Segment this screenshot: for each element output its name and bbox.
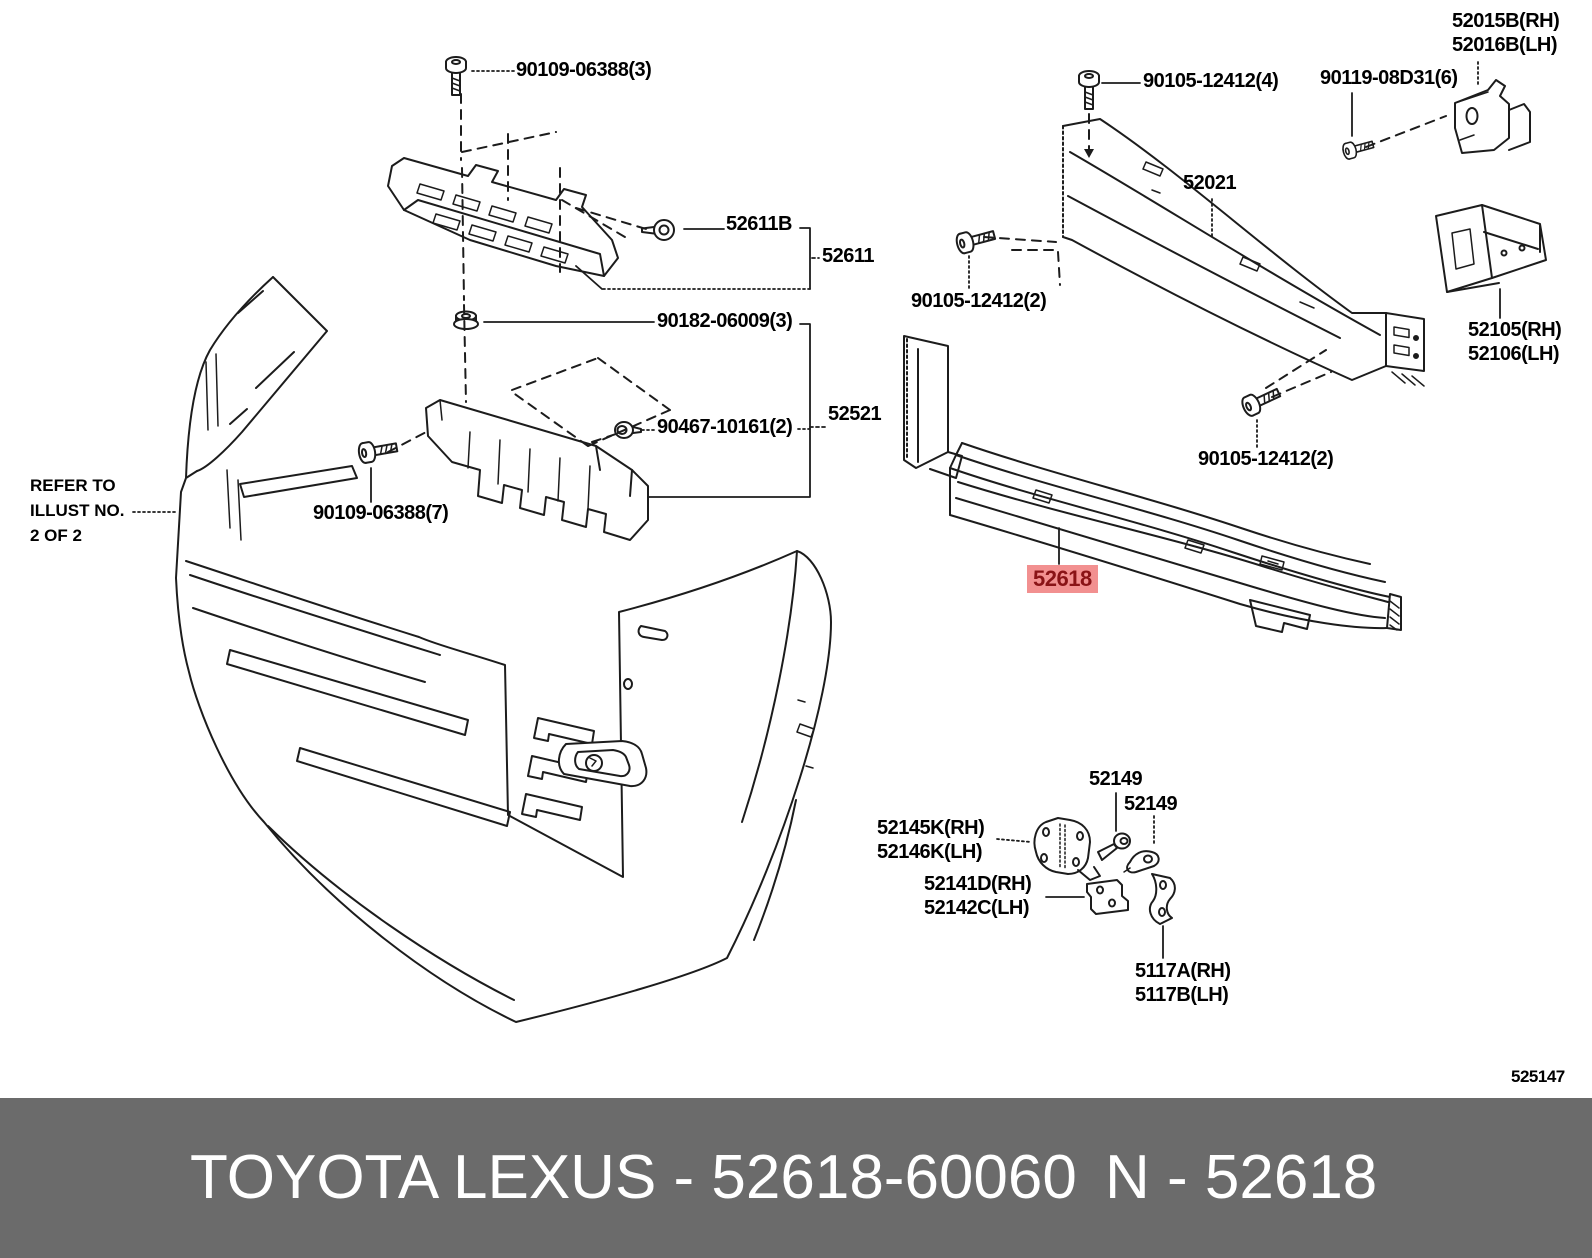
callout-90105-12412-2-left[interactable]: 90105-12412(2)	[911, 290, 1047, 312]
callout-52521[interactable]: 52521	[828, 403, 882, 425]
callout-52021[interactable]: 52021	[1183, 172, 1237, 194]
bracket-52015-drawing	[1454, 79, 1531, 154]
callout-5117a-rh[interactable]: 5117A(RH)	[1135, 960, 1231, 982]
callout-52016b-lh[interactable]: 52016B(LH)	[1452, 34, 1558, 56]
reinforcement-52618-drawing	[903, 335, 1402, 633]
callout-90105-12412-4[interactable]: 90105-12412(4)	[1143, 70, 1279, 92]
reference-note-line2: ILLUST NO.	[30, 501, 125, 520]
bracket-52105-drawing	[1435, 204, 1547, 293]
callout-90182-06009-3[interactable]: 90182-06009(3)	[657, 310, 793, 332]
callout-52105-rh[interactable]: 52105(RH)	[1468, 319, 1562, 341]
reference-note-line1: REFER TO	[30, 476, 116, 495]
front-bumper-cover-drawing	[175, 276, 832, 1023]
callout-90119-08d31-6[interactable]: 90119-08D31(6)	[1320, 67, 1458, 89]
footer-caption-bar: TOYOTA LEXUS - 52618-60060 N - 52618	[0, 1098, 1592, 1258]
footer-brand-part-number: TOYOTA LEXUS - 52618-60060	[190, 1143, 1077, 1212]
callout-52149-b[interactable]: 52149	[1124, 793, 1178, 815]
callout-90109-06388-3[interactable]: 90109-06388(3)	[516, 59, 652, 81]
callout-52611b[interactable]: 52611B	[726, 213, 792, 235]
callout-52145k-rh[interactable]: 52145K(RH)	[877, 817, 985, 839]
footer-part-reference: N - 52618	[1105, 1143, 1378, 1212]
callout-90105-12412-2-right[interactable]: 90105-12412(2)	[1198, 448, 1334, 470]
reference-note: REFER TO ILLUST NO. 2 OF 2	[30, 473, 124, 548]
callout-52142c-lh[interactable]: 52142C(LH)	[924, 897, 1030, 919]
seal-panel-52611-drawing	[387, 157, 619, 277]
diagram-sheet-number: 525147	[1511, 1067, 1565, 1086]
callout-5117b-lh[interactable]: 5117B(LH)	[1135, 984, 1229, 1006]
reinforcement-52021-drawing	[1062, 118, 1425, 387]
callout-52618-highlighted[interactable]: 52618	[1027, 565, 1098, 593]
callout-52149-a[interactable]: 52149	[1089, 768, 1143, 790]
callout-52611[interactable]: 52611	[822, 245, 875, 267]
assembly-dashed-lines	[387, 93, 1447, 453]
callout-90467-10161-2[interactable]: 90467-10161(2)	[657, 416, 793, 438]
callout-52106-lh[interactable]: 52106(LH)	[1468, 343, 1560, 365]
callout-52146k-lh[interactable]: 52146K(LH)	[877, 841, 983, 863]
mounting-brackets-drawing	[1033, 817, 1176, 925]
callout-52015b-rh[interactable]: 52015B(RH)	[1452, 10, 1560, 32]
leader-lines	[132, 61, 1501, 959]
callout-52141d-rh[interactable]: 52141D(RH)	[924, 873, 1032, 895]
energy-absorber-52521-drawing	[425, 399, 649, 541]
reference-note-line3: 2 OF 2	[30, 526, 82, 545]
callout-90109-06388-7[interactable]: 90109-06388(7)	[313, 502, 449, 524]
